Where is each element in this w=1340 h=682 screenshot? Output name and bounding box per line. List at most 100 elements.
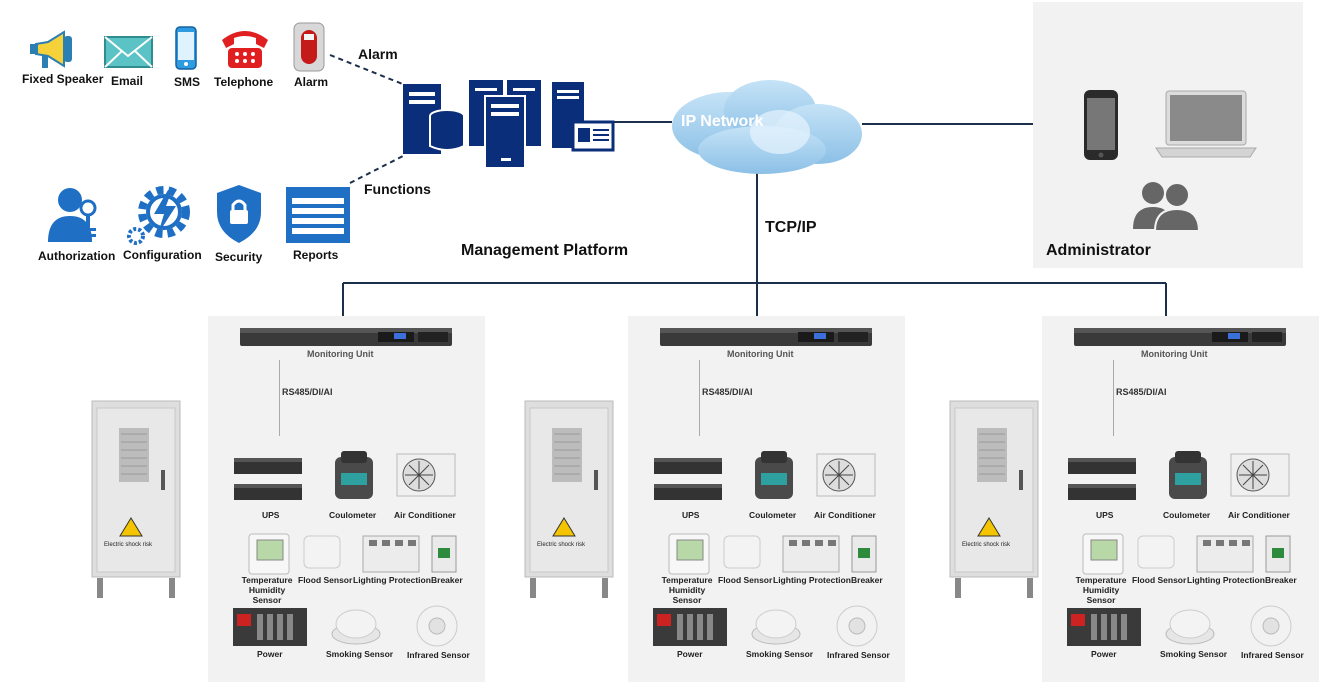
temperature-humidity-sensor-icon [248, 533, 290, 575]
device-label: Infrared Sensor [1241, 650, 1304, 660]
laptop-icon [1155, 90, 1257, 158]
cabinet-icon [524, 400, 614, 598]
device-label: Temperature Humidity Sensor [1075, 575, 1127, 605]
breaker-icon [431, 535, 457, 573]
device-label: Breaker [1265, 575, 1297, 585]
breaker-icon [851, 535, 877, 573]
power-icon [1067, 608, 1141, 646]
monitoring-unit-label: Monitoring Unit [1141, 349, 1208, 359]
function-label: Configuration [123, 248, 202, 262]
device-label: Flood Sensor [1132, 575, 1187, 585]
cabinet-icon [91, 400, 181, 598]
device-label: Temperature Humidity Sensor [241, 575, 293, 605]
cabinet-warning-label: Electric shock risk [537, 542, 586, 548]
temperature-humidity-sensor-icon [668, 533, 710, 575]
device-label: Breaker [851, 575, 883, 585]
device-label: Smoking Sensor [1160, 649, 1228, 659]
notification-label: Fixed Speaker [22, 72, 104, 86]
shield-lock-icon [217, 185, 261, 243]
network-label: IP Network [681, 113, 764, 130]
notification-label: Telephone [214, 75, 274, 89]
device-label: Infrared Sensor [407, 650, 470, 660]
mobile-phone-icon [175, 26, 197, 70]
cloud-icon [672, 80, 862, 174]
infrared-sensor-icon [416, 605, 458, 647]
monitoring-unit-icon [1074, 328, 1286, 346]
device-label: Coulometer [1163, 510, 1211, 520]
servers-icon [403, 80, 615, 169]
cabinet-warning-label: Electric shock risk [962, 542, 1011, 548]
air-conditioner-icon [1230, 453, 1290, 497]
power-icon [233, 608, 307, 646]
device-label: Lighting Protection [353, 575, 431, 585]
notification-label: Alarm [294, 75, 329, 89]
ups-icon [234, 458, 302, 500]
device-label: Lighting Protection [773, 575, 851, 585]
device-label: Flood Sensor [298, 575, 353, 585]
cabinet-icon [949, 400, 1039, 598]
monitoring-unit-icon [240, 328, 452, 346]
notification-label: Email [111, 74, 144, 88]
telephone-icon [222, 31, 268, 68]
device-label: Air Conditioner [1228, 510, 1290, 520]
alarm-link-label: Alarm [358, 46, 398, 62]
function-label: Reports [293, 248, 339, 262]
alarm-siren-icon [293, 22, 325, 72]
smoke-sensor-icon [331, 609, 381, 645]
lighting-protection-icon [782, 535, 840, 573]
device-label: Air Conditioner [394, 510, 456, 520]
rs485-link [699, 360, 700, 436]
device-label: UPS [262, 510, 280, 520]
administrator-label: Administrator [1046, 242, 1151, 259]
device-label: Smoking Sensor [326, 649, 394, 659]
megaphone-icon [30, 30, 72, 68]
ups-icon [1068, 458, 1136, 500]
cabinet-warning-label: Electric shock risk [104, 542, 153, 548]
flood-sensor-icon [1137, 535, 1175, 569]
device-label: Temperature Humidity Sensor [661, 575, 713, 605]
platform-label: Management Platform [461, 242, 629, 259]
air-conditioner-icon [816, 453, 876, 497]
user-key-icon [48, 188, 97, 242]
smoke-sensor-icon [1165, 609, 1215, 645]
infrared-sensor-icon [836, 605, 878, 647]
device-label: Lighting Protection [1187, 575, 1265, 585]
device-label: Air Conditioner [814, 510, 876, 520]
interface-label: RS485/DI/AI [702, 387, 753, 397]
tcpip-link-label: TCP/IP [765, 219, 817, 236]
function-label: Authorization [38, 249, 116, 263]
coulometer-icon [755, 451, 793, 499]
monitoring-unit-label: Monitoring Unit [727, 349, 794, 359]
function-label: Security [215, 250, 263, 264]
interface-label: RS485/DI/AI [1116, 387, 1167, 397]
device-label: Power [257, 649, 283, 659]
smartphone-icon [1084, 90, 1118, 160]
device-label: Smoking Sensor [746, 649, 814, 659]
infrared-sensor-icon [1250, 605, 1292, 647]
flood-sensor-icon [723, 535, 761, 569]
temperature-humidity-sensor-icon [1082, 533, 1124, 575]
device-label: Power [1091, 649, 1117, 659]
users-icon [1133, 182, 1201, 232]
device-label: UPS [682, 510, 700, 520]
coulometer-icon [335, 451, 373, 499]
smoke-sensor-icon [751, 609, 801, 645]
interface-label: RS485/DI/AI [282, 387, 333, 397]
device-label: Power [677, 649, 703, 659]
device-label: Infrared Sensor [827, 650, 890, 660]
device-label: Coulometer [329, 510, 377, 520]
monitoring-unit-label: Monitoring Unit [307, 349, 374, 359]
device-label: Flood Sensor [718, 575, 773, 585]
breaker-icon [1265, 535, 1291, 573]
device-label: UPS [1096, 510, 1114, 520]
coulometer-icon [1169, 451, 1207, 499]
device-label: Breaker [431, 575, 463, 585]
gear-lightning-icon [127, 186, 190, 245]
lighting-protection-icon [362, 535, 420, 573]
lighting-protection-icon [1196, 535, 1254, 573]
notification-label: SMS [174, 75, 201, 89]
ups-icon [654, 458, 722, 500]
envelope-icon [104, 36, 153, 68]
power-icon [653, 608, 727, 646]
